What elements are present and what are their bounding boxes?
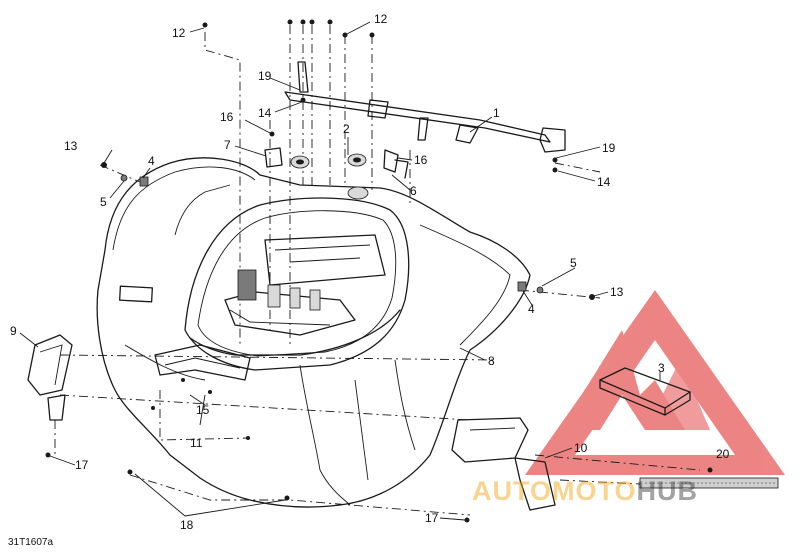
callout-17-left: 17 (75, 458, 89, 472)
left-side-panel (27, 334, 73, 421)
callout-4-right: 4 (528, 302, 535, 316)
inner-opening (184, 197, 410, 371)
callout-14-top: 14 (258, 106, 272, 120)
callout-labels: 12 12 19 14 16 7 2 1 19 14 16 6 13 4 5 5… (10, 12, 730, 532)
grommets (290, 153, 369, 200)
front-fender-body (96, 157, 531, 508)
callout-13-left: 13 (64, 139, 78, 153)
watermark-part1: AUTOMOTO (472, 476, 637, 506)
callout-13-right: 13 (610, 285, 624, 299)
watermark-part2: HUB (636, 476, 699, 506)
callout-18: 18 (180, 518, 194, 532)
callout-7: 7 (224, 138, 231, 152)
callout-12-left: 12 (172, 26, 186, 40)
figure-code: 31T1607a (8, 537, 54, 548)
callout-14-right: 14 (597, 175, 611, 189)
callout-20: 20 (716, 447, 730, 461)
callout-16-right: 16 (414, 153, 428, 167)
watermark-text: AUTOMOTOHUB (472, 476, 698, 507)
callout-9: 9 (10, 324, 17, 338)
leader-lines (19, 21, 661, 521)
pad (599, 367, 691, 416)
callout-10: 10 (574, 441, 588, 455)
callout-5-right: 5 (570, 256, 577, 270)
support-bar (284, 61, 566, 153)
right-lower-panel (451, 417, 556, 511)
callout-6: 6 (410, 184, 417, 198)
callout-19-top: 19 (258, 69, 272, 83)
left-lower-trim (154, 344, 251, 381)
callout-4-left: 4 (148, 154, 155, 168)
seal-strip (189, 309, 401, 356)
callout-2: 2 (343, 122, 350, 136)
callout-17-right: 17 (425, 511, 439, 525)
watermark-logo (525, 290, 785, 475)
strip (639, 477, 779, 489)
fasteners (45, 19, 713, 523)
callout-3: 3 (658, 361, 665, 375)
callout-15: 15 (196, 403, 210, 417)
callout-19-right: 19 (602, 141, 616, 155)
callout-5-left: 5 (100, 195, 107, 209)
callout-16-left: 16 (220, 110, 234, 124)
callout-11: 11 (190, 436, 203, 450)
callout-1: 1 (493, 106, 500, 120)
callout-12-top: 12 (374, 12, 388, 26)
small-brackets (264, 147, 409, 179)
callout-8: 8 (488, 354, 495, 368)
